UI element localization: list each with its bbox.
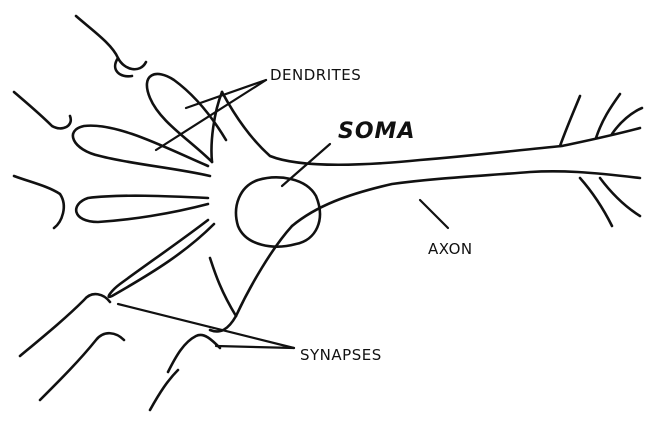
dendrite-3: [76, 196, 208, 222]
synapses-leader-1: [118, 304, 294, 348]
axon-bottom-edge: [292, 171, 640, 226]
soma-shape: [236, 177, 320, 246]
axon-branch-5: [600, 178, 640, 216]
dendrites: [73, 74, 236, 316]
dendrite-5: [210, 258, 236, 316]
dendrite-2: [73, 126, 210, 176]
presynaptic-terminals: [14, 16, 220, 410]
terminal-left-upper: [14, 92, 71, 128]
dendrite-4: [109, 220, 214, 297]
terminal-top: [76, 16, 146, 76]
neuron-outline: [210, 92, 640, 331]
terminal-left-lower: [20, 294, 110, 356]
dendrites-leader-1: [186, 80, 266, 108]
axon-branch-1: [560, 96, 580, 146]
synapses-label: SYNAPSES: [300, 346, 382, 364]
terminal-bottom-stem: [150, 370, 178, 410]
dendrites-label: DENDRITES: [270, 66, 361, 84]
terminal-left-mid: [14, 176, 64, 228]
synapses-leader-2: [216, 346, 294, 348]
soma-label: SOMA: [338, 119, 415, 144]
axon-leader: [420, 200, 448, 228]
terminal-bottom-left: [40, 333, 124, 400]
terminal-bottom: [168, 335, 220, 372]
axon-label: AXON: [428, 240, 473, 258]
axon-branch-2: [596, 94, 620, 138]
axon-terminals: [560, 94, 642, 226]
